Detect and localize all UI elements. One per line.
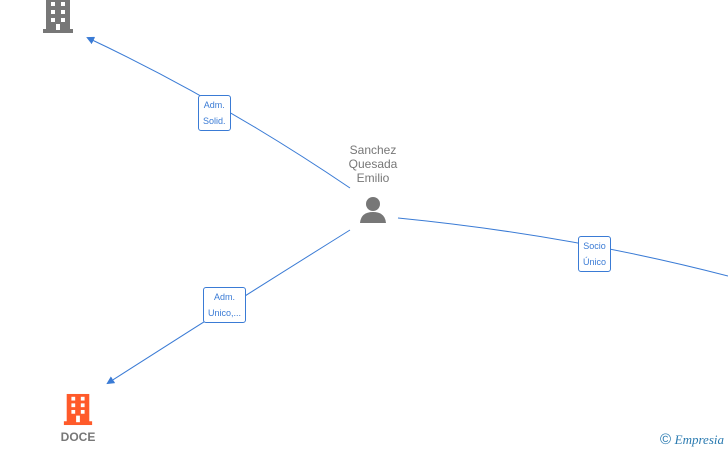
person-icon — [360, 197, 386, 223]
footer-brand: © Empresia — [660, 431, 724, 448]
building-icon — [43, 0, 73, 33]
edge-label-line: Socio — [583, 241, 606, 251]
edge-label-adm-solid[interactable]: Adm. Solid. — [198, 95, 231, 131]
edge-label-line: Unico,... — [208, 308, 242, 318]
brand-logo: Empresia — [674, 432, 724, 447]
company-node-top[interactable] — [38, 0, 78, 36]
company-node-doce[interactable]: DOCE — [50, 392, 106, 444]
company-name: DOCE — [60, 430, 96, 444]
edge-label-line: Adm. — [203, 100, 225, 110]
edge-label-line: Único — [583, 257, 607, 267]
edge-label-line: Adm. — [214, 292, 236, 302]
person-name-line: Quesada — [348, 157, 398, 171]
building-icon — [63, 393, 93, 426]
edge-label-socio-unico[interactable]: Socio Único — [578, 236, 612, 272]
edge-label-adm-unico[interactable]: Adm. Unico,... — [203, 287, 247, 323]
edge-socio-unico — [397, 217, 728, 277]
edge-label-line: Solid. — [203, 116, 226, 126]
person-name-line: Sanchez — [349, 143, 397, 157]
person-name-line: Emilio — [356, 171, 390, 185]
person-node[interactable]: Sanchez Quesada Emilio — [333, 143, 413, 228]
copyright-icon: © — [659, 431, 672, 448]
